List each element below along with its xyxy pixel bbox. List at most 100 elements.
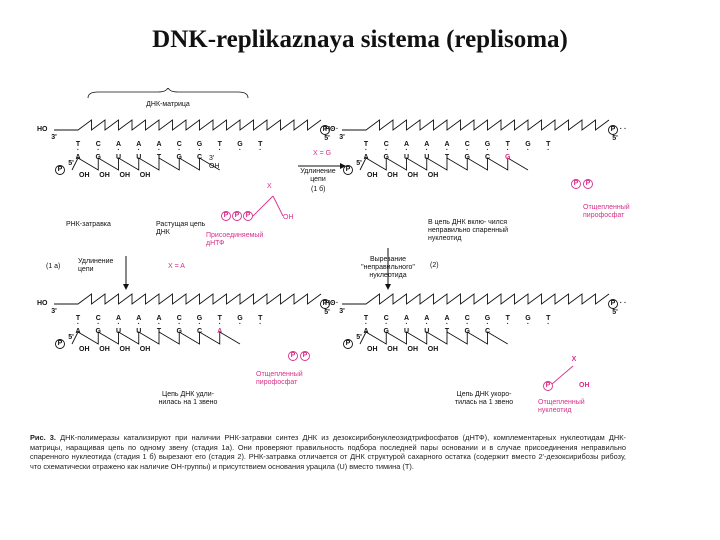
c-growing-base-6: C [196,328,203,335]
panel-b-pp-1-letter: P [573,180,579,187]
right-transition-text: Вырезание "неправильного" нуклеотида [361,256,415,279]
c-dots: · · [331,300,339,307]
c-growing-base-2: U [115,328,122,335]
d-template-base-3: A [424,315,430,322]
c-pair-dot-8: · [238,321,242,328]
slide-title: DNK-replikaznaya sistema (replisoma) [152,26,568,53]
d-growing-strand [359,331,508,345]
replication-figure: ДНК-матрица РНК-затравка Растущая цепь Д… [28,88,630,498]
a-template-base-5: C [176,141,182,148]
c-template-base-1: C [95,315,101,322]
c-pair-dot-4: · [157,321,161,328]
a-template-base-7: T [217,141,222,148]
a-5p: 5' [324,135,330,142]
a-template-base-2: A [115,141,122,148]
panel-d-removed-bond [551,365,574,385]
panel-c-pp-1-letter: P [290,352,296,359]
b-oh-3: OH [427,172,439,179]
b-pair-dot-4: · [445,147,449,154]
a-template-p-letter: P [322,126,328,133]
panel-a-dntp-p-0 [221,211,231,221]
panel-a-dntp-p-2-letter: P [245,212,251,219]
b-growing-base-3: U [424,154,430,161]
b-template-base-9: T [546,141,551,148]
xg-equation: X = G [313,150,332,157]
a-growing-base-3: U [136,154,142,161]
c-primer-5p: 5' [68,334,74,341]
d-ho: HO [325,300,336,307]
left-transition-text: Удлинение цепи [78,258,114,273]
a-pair-dot-6: · [198,147,201,154]
d-template-base-2: A [403,315,410,322]
b-pair-dot-1: · [385,147,388,154]
a-pair-dot-4: · [157,147,161,154]
c-template-base-8: G [237,315,243,322]
a-template-base-4: A [156,141,162,148]
d-template-p-letter: P [610,300,616,307]
a-growing-base-6: C [196,154,203,161]
arrow-a-to-c-head [123,284,129,290]
b-template-base-8: G [525,141,531,148]
a-growing-base-2: U [115,154,122,161]
a-dots: · · [331,126,339,133]
a-pair-dot-9: · [259,147,262,154]
d-template-base-7: T [505,315,510,322]
d-template-base-4: A [444,315,450,322]
b-pair-dot-6: · [486,147,489,154]
d-pair-dot-9: · [547,321,550,328]
c-growing-base-5: G [176,328,182,335]
b-oh-0: OH [367,172,378,179]
b-pair-dot-0: · [364,147,368,154]
c-template-base-7: T [217,315,222,322]
d-primer-p [343,339,353,349]
panel-a-dntp-oh-bond [272,195,284,217]
caption-label: Рис. 3. [30,433,56,442]
b-primer-p-letter: P [345,166,351,173]
c-oh-3: OH [139,346,151,353]
b-growing-base-1: G [383,154,389,161]
a-oh-3: OH [139,172,151,179]
c-primer-p-letter: P [57,340,63,347]
d-oh-1: OH [387,346,398,353]
b-template-p [608,125,618,135]
b-pair-dot-8: · [526,147,530,154]
c-pair-dot-7: · [218,321,221,328]
d-growing-base-5: G [464,328,470,335]
a-template-base-0: T [75,141,81,148]
a-primer-5p: 5' [68,160,74,167]
b-template-base-4: A [444,141,450,148]
d-pair-dot-3: · [425,321,428,328]
a-ho: HO [37,126,48,133]
b-primer-5p: 5' [356,160,362,167]
d-pair-dot-5: · [466,321,469,328]
panel-c-pp-1 [288,351,298,361]
b-dots: · · [619,126,627,133]
attached-dntp-label: Присоединяемый дНТФ [206,232,264,247]
c-ho: HO [37,300,48,307]
b-pair-dot-7: · [506,147,509,154]
panel-a-dntp-p-2 [243,211,253,221]
a-growing-strand [71,157,220,171]
b-primer-p [343,165,353,175]
d-oh-0: OH [367,346,378,353]
panel-a-nucleotide-x: X [267,183,272,190]
figure-drawing [54,88,618,391]
c-growing-base-1: G [95,328,101,335]
b-template-base-6: G [484,141,491,148]
c-3p: 3' [51,308,57,315]
c-template-base-4: A [156,315,162,322]
c-5p: 5' [324,309,330,316]
figure-caption: Рис. 3. ДНК-полимеразы катализируют при … [30,433,626,472]
c-template-strand [54,293,322,305]
c-growing-base-4: T [156,328,162,335]
c-pair-dot-0: · [76,321,80,328]
panel-a-dntp-p-1 [232,211,242,221]
d-pair-dot-1: · [385,321,388,328]
c-pair-dot-3: · [137,321,140,328]
panel-b-pp-2-letter: P [585,180,591,187]
a-template-base-1: C [95,141,101,148]
a-primer-p-letter: P [57,166,63,173]
b-template-base-2: A [403,141,410,148]
c-oh-1: OH [99,346,110,353]
b-template-base-7: T [505,141,510,148]
